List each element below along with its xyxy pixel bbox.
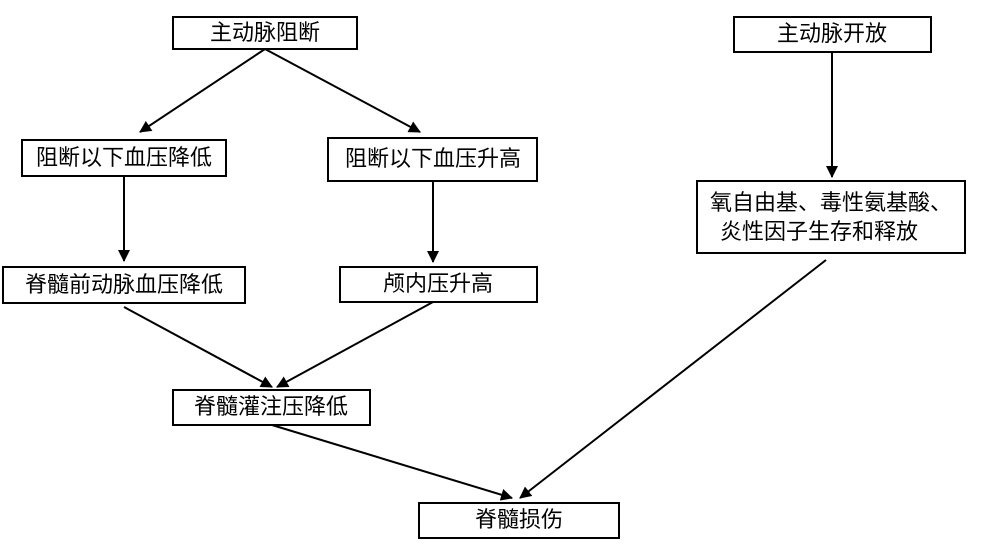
arrow-perfusion-to-spinal-injury	[271, 424, 513, 501]
node-aortic-release: 主动脉开放	[733, 16, 932, 53]
node-spinal-injury-label: 脊髓损伤	[475, 508, 563, 533]
node-free-radicals-box	[696, 180, 966, 254]
node-anterior-spinal-bp-decrease-box	[2, 266, 246, 304]
arrow-intracranial-to-perfusion	[276, 301, 434, 388]
node-spinal-perfusion-decrease-box	[172, 389, 371, 426]
node-aortic-release-box	[733, 16, 932, 53]
arrow-occlusion-to-bp-increase	[264, 48, 421, 133]
node-intracranial-pressure-increase: 颅内压升高	[339, 266, 538, 303]
node-free-radicals-label-line2: 炎性因子生存和释放	[720, 220, 918, 245]
node-free-radicals: 氧自由基、毒性氨基酸、 炎性因子生存和释放	[696, 180, 966, 254]
node-anterior-spinal-bp-decrease-label: 脊髓前动脉血压降低	[25, 273, 223, 298]
node-free-radicals-label-line1: 氧自由基、毒性氨基酸、	[710, 191, 952, 216]
node-aortic-occlusion-label: 主动脉阻断	[210, 21, 320, 46]
node-aortic-occlusion-box	[172, 16, 358, 50]
node-spinal-perfusion-decrease-label: 脊髓灌注压降低	[194, 395, 348, 420]
node-aortic-release-label: 主动脉开放	[777, 22, 887, 47]
node-spinal-injury-box	[418, 502, 620, 539]
arrow-free-radicals-to-spinal-injury	[519, 259, 827, 499]
node-spinal-injury: 脊髓损伤	[418, 502, 620, 539]
node-bp-below-increase: 阻断以下血压升高	[327, 137, 538, 182]
node-intracranial-pressure-increase-box	[339, 266, 538, 303]
node-bp-below-decrease-label: 阻断以下血压降低	[36, 146, 212, 171]
arrow-anterior-spinal-to-perfusion	[123, 306, 273, 388]
node-intracranial-pressure-increase-label: 颅内压升高	[383, 272, 493, 297]
node-bp-below-decrease-box	[21, 139, 227, 177]
node-spinal-perfusion-decrease: 脊髓灌注压降低	[172, 389, 371, 426]
node-aortic-occlusion: 主动脉阻断	[172, 16, 358, 50]
node-bp-below-increase-label: 阻断以下血压升高	[345, 147, 521, 172]
arrow-occlusion-to-bp-decrease	[139, 48, 266, 133]
node-anterior-spinal-bp-decrease: 脊髓前动脉血压降低	[2, 266, 246, 304]
node-bp-below-decrease: 阻断以下血压降低	[21, 139, 227, 177]
node-bp-below-increase-box	[327, 137, 538, 182]
